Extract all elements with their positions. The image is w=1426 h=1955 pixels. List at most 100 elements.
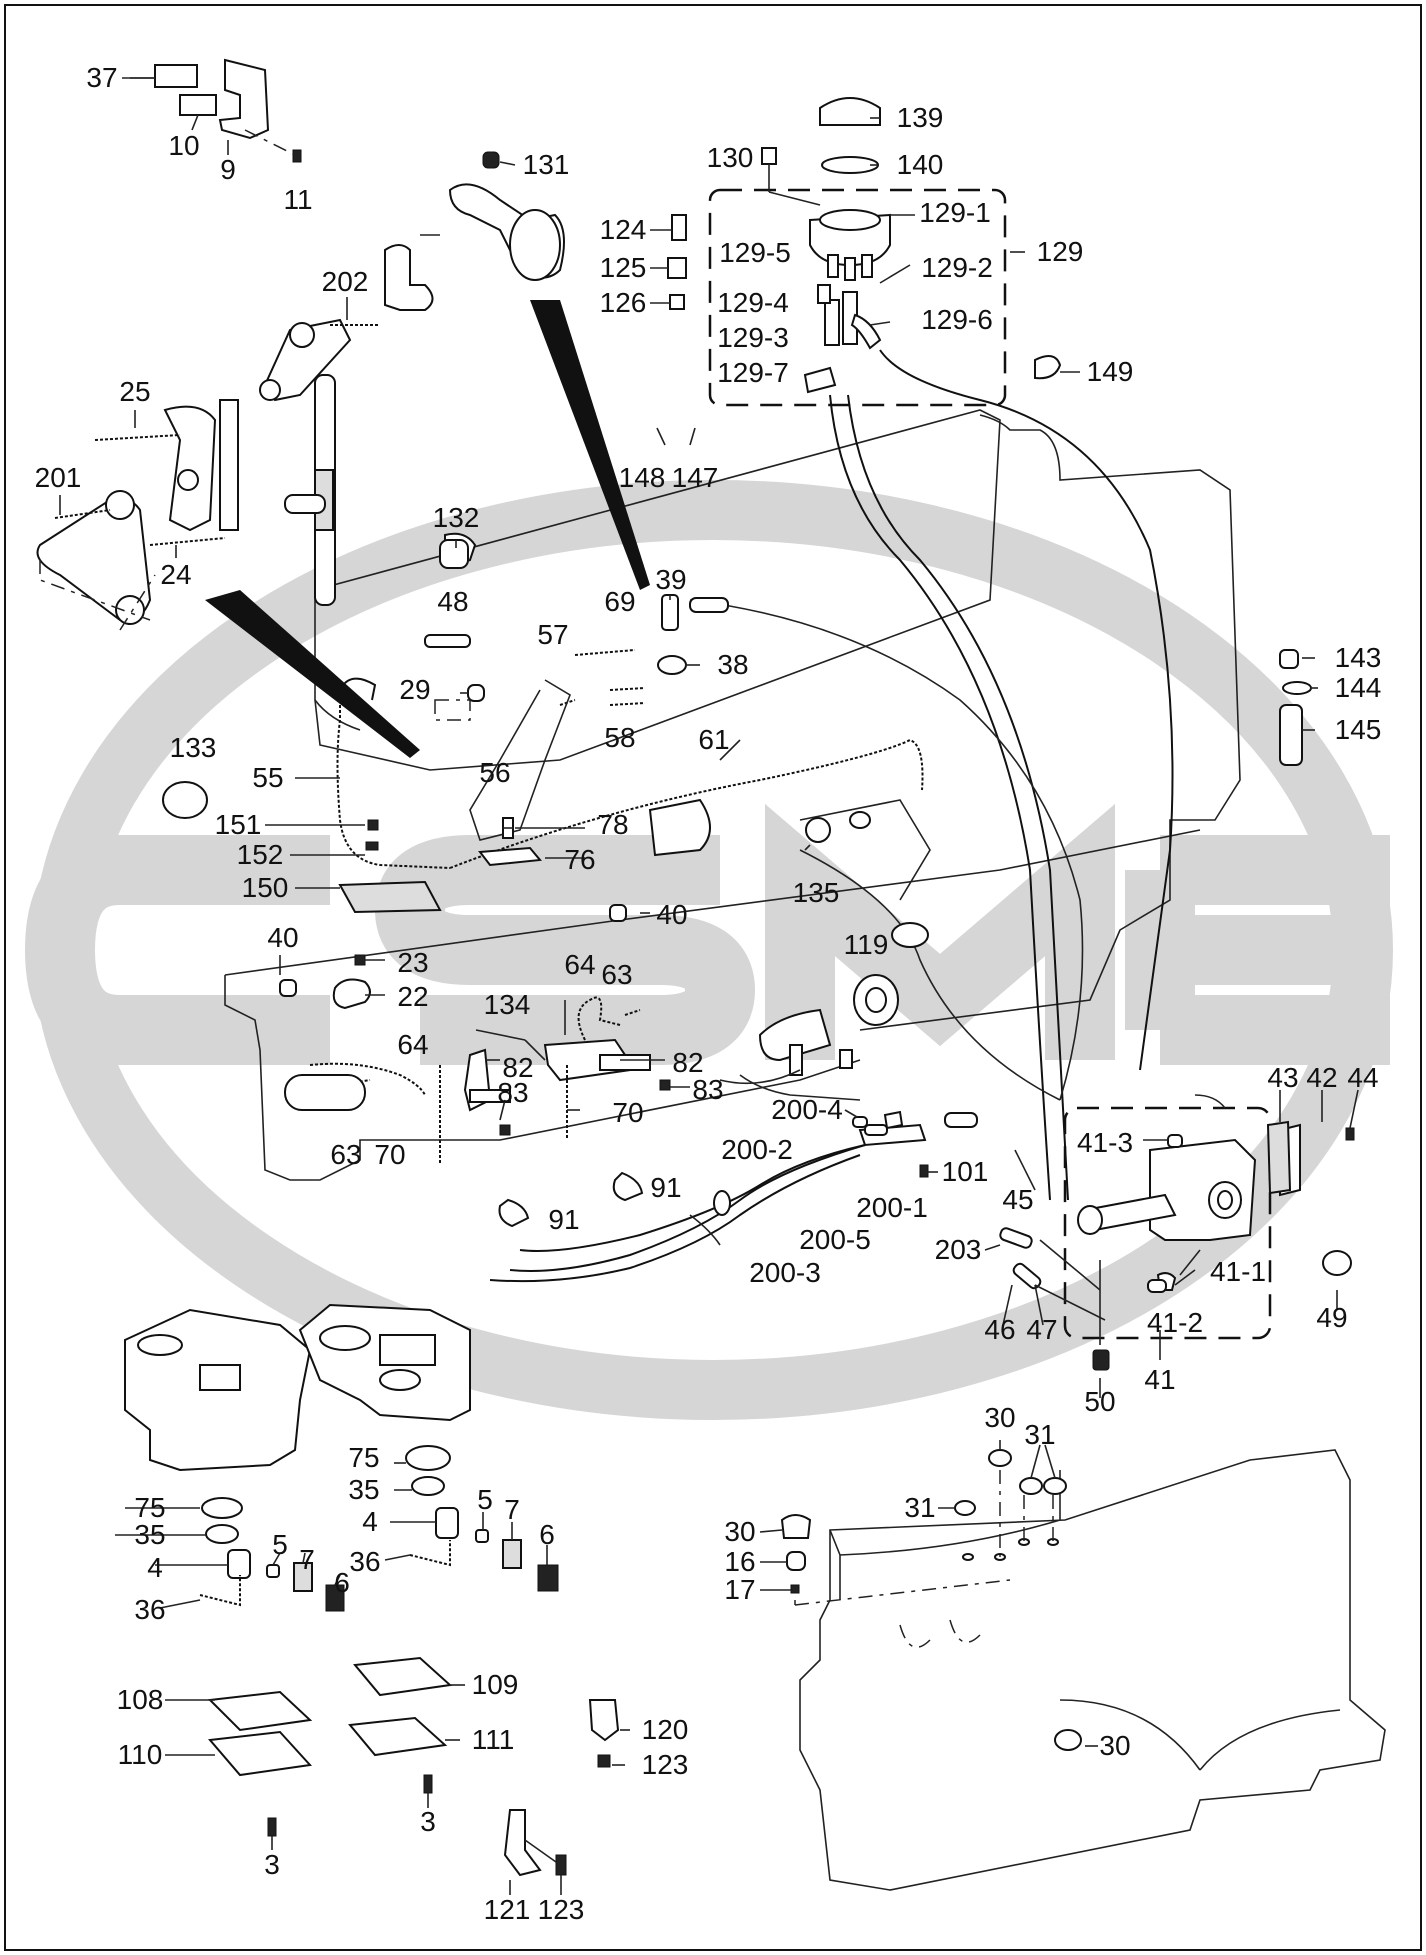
callout-129-3: 129-3 (717, 322, 789, 353)
callout-152: 152 (236, 839, 284, 870)
callout-46: 46 (984, 1314, 1016, 1345)
callout-70a: 70 (374, 1139, 406, 1170)
callout-200-5: 200-5 (799, 1224, 871, 1255)
callout-6b: 6 (539, 1519, 555, 1550)
callout-35b: 35 (348, 1474, 380, 1505)
callout-47: 47 (1026, 1314, 1058, 1345)
callout-40a: 40 (267, 922, 299, 953)
callout-39: 39 (655, 564, 687, 595)
callout-9: 9 (220, 154, 236, 185)
callout-23: 23 (397, 947, 429, 978)
callout-58: 58 (604, 722, 636, 753)
callout-201: 201 (34, 462, 82, 493)
callout-63a: 63 (601, 959, 633, 990)
callout-5a: 5 (272, 1529, 288, 1560)
callout-200-1: 200-1 (856, 1192, 928, 1223)
arm-internal-parts (162, 532, 1312, 851)
callout-129-7: 129-7 (717, 357, 789, 388)
callout-4a: 4 (147, 1552, 163, 1583)
callout-143: 143 (1334, 642, 1382, 673)
callout-83b: 83 (692, 1074, 724, 1105)
callout-64b: 64 (397, 1029, 429, 1060)
callout-139: 139 (896, 102, 944, 133)
crank-131 (448, 151, 565, 281)
callout-148: 148 (618, 462, 666, 493)
callout-63b: 63 (330, 1139, 362, 1170)
callout-111: 111 (471, 1724, 515, 1755)
callout-101: 101 (941, 1156, 989, 1187)
callout-129-2: 129-2 (921, 252, 993, 283)
callout-31a: 31 (1024, 1419, 1056, 1450)
callout-129: 129 (1036, 236, 1084, 267)
callout-147: 147 (671, 462, 719, 493)
callout-69: 69 (604, 586, 636, 617)
callout-6a: 6 (334, 1567, 350, 1598)
callout-119: 119 (843, 929, 889, 960)
callout-48: 48 (437, 586, 469, 617)
callout-131: 131 (522, 149, 570, 180)
callout-24: 24 (160, 559, 192, 590)
callout-121: 121 (483, 1894, 531, 1925)
callout-49: 49 (1316, 1302, 1348, 1333)
callout-82b: 82 (672, 1047, 704, 1078)
callout-132: 132 (432, 502, 480, 533)
callout-149: 149 (1086, 356, 1134, 387)
callout-41-2: 41-2 (1146, 1307, 1204, 1338)
callout-145: 145 (1334, 714, 1382, 745)
callout-83a: 83 (497, 1077, 529, 1108)
callout-25: 25 (119, 376, 151, 407)
callout-36b: 36 (349, 1546, 381, 1577)
oil-pipe-group-200 (489, 1074, 978, 1283)
callout-203: 203 (934, 1234, 982, 1265)
callout-123b: 123 (537, 1894, 585, 1925)
callout-37: 37 (86, 62, 118, 93)
page-border (4, 4, 1422, 1951)
machine-arm-outline (224, 409, 1241, 1181)
callout-38: 38 (717, 649, 749, 680)
callout-129-4: 129-4 (717, 287, 789, 318)
callout-123a: 123 (641, 1749, 689, 1780)
callout-17: 17 (724, 1574, 756, 1605)
callout-30b: 30 (724, 1516, 756, 1547)
callout-124: 124 (599, 214, 647, 245)
presser-linkage (36, 234, 440, 631)
callout-31b: 31 (904, 1492, 936, 1523)
callout-45: 45 (1002, 1184, 1034, 1215)
callout-126: 126 (599, 287, 647, 318)
callout-110: 110 (117, 1739, 163, 1770)
callout-30c: 30 (1099, 1730, 1131, 1761)
callout-56: 56 (479, 757, 511, 788)
thread-take-up-assembly (284, 996, 671, 1165)
callout-3a: 3 (264, 1849, 280, 1880)
spring-stack-124 (667, 214, 687, 310)
callout-41-1: 41-1 (1209, 1256, 1267, 1287)
callout-4b: 4 (362, 1506, 378, 1537)
callout-43: 43 (1267, 1062, 1299, 1093)
callout-7a: 7 (299, 1544, 315, 1575)
callout-11: 11 (283, 184, 313, 215)
callout-50: 50 (1084, 1386, 1116, 1417)
front-lower-arm-parts (279, 811, 929, 1085)
callout-36a: 36 (134, 1594, 166, 1625)
callout-140: 140 (896, 149, 944, 180)
cover-plates (207, 1656, 620, 1877)
callout-7b: 7 (504, 1494, 520, 1525)
oil-pump-group-41 (999, 1094, 1355, 1371)
callout-129-5: 129-5 (719, 237, 791, 268)
watermark-logo (24, 480, 1393, 1420)
callout-55: 55 (252, 762, 284, 793)
callout-44: 44 (1347, 1062, 1379, 1093)
hook-bases (124, 1303, 471, 1472)
callout-3b: 3 (420, 1806, 436, 1837)
callout-82a: 82 (502, 1052, 534, 1083)
callout-75a: 75 (134, 1492, 166, 1523)
callout-200-4: 200-4 (771, 1094, 843, 1125)
oil-tubes (689, 349, 1174, 1201)
rods-55-61 (336, 677, 924, 914)
callout-64a: 64 (564, 949, 596, 980)
machine-bed (780, 1449, 1386, 1891)
callout-109: 109 (471, 1669, 519, 1700)
callout-75b: 75 (348, 1442, 380, 1473)
callout-41: 41 (1144, 1364, 1176, 1395)
